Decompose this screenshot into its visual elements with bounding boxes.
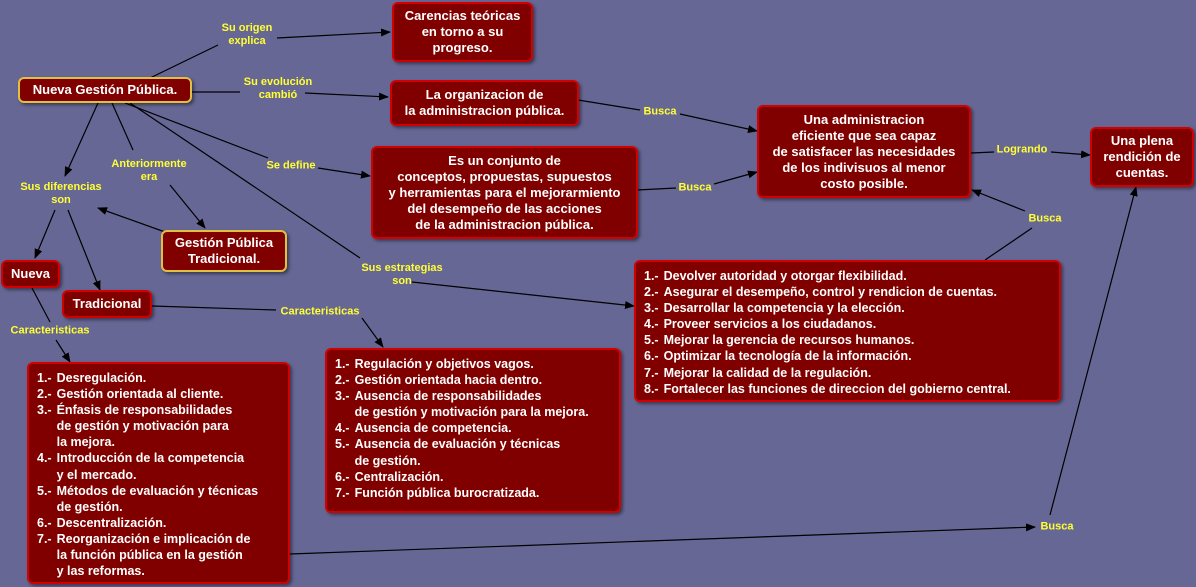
label-su-evolucion-cambio: Su evolución cambió xyxy=(243,76,313,101)
label-busca: Busca xyxy=(1028,212,1062,225)
list-item: 2.-Gestión orientada al cliente. xyxy=(37,387,224,402)
node-nueva[interactable]: Nueva xyxy=(1,260,60,288)
label-sus-diferencias-son: Sus diferencias son xyxy=(20,181,102,206)
list-item: 2.-Asegurar el desempeño, control y rend… xyxy=(644,285,998,300)
edge-diferencias-a xyxy=(64,102,99,177)
edge-origen-b xyxy=(276,28,391,39)
node-label: Nueva xyxy=(10,266,51,281)
list-item: 1.-Regulación y objetivos vagos. xyxy=(335,357,534,371)
edge-define-b xyxy=(317,167,371,179)
list-estrategias[interactable]: 1.-Devolver autoridad y otorgar flexibil… xyxy=(634,260,1061,402)
list-caracteristicas-nueva[interactable]: 1.-Desregulación. 2.-Gestión orientada a… xyxy=(27,362,290,584)
label-su-origen-explica: Su origen explica xyxy=(221,22,273,47)
label-caracteristicas-tradicional: Caracteristicas xyxy=(280,305,360,318)
edge-diferencias-nueva xyxy=(34,209,56,259)
label-caracteristicas-nueva: Caracteristicas xyxy=(10,324,90,337)
edge-anteriormente-b xyxy=(169,184,206,229)
node-organizacion-administracion[interactable]: La organizacion de la administracion púb… xyxy=(390,80,579,126)
node-carencias-teoricas[interactable]: Carencias teóricas en torno a su progres… xyxy=(392,2,533,62)
node-label: Gestión Pública Tradicional. xyxy=(174,235,274,266)
edge-evolucion-b xyxy=(304,92,389,101)
edge-caract-trad-b xyxy=(361,317,384,348)
node-administracion-eficiente[interactable]: Una administracion eficiente que sea cap… xyxy=(757,105,971,198)
list-item: 6.-Descentralización. xyxy=(37,515,167,530)
list-item: 7.-Reorganización e implicación de la fu… xyxy=(37,531,251,579)
node-gestion-publica-tradicional[interactable]: Gestión Pública Tradicional. xyxy=(161,230,287,272)
edge-busca2-b xyxy=(713,170,758,185)
node-label: Es un conjunto de conceptos, propuestas,… xyxy=(388,152,621,232)
list-item: 8.-Fortalecer las funciones de direccion… xyxy=(644,381,1011,396)
node-label: Una administracion eficiente que sea cap… xyxy=(772,111,956,191)
node-rendicion-cuentas[interactable]: Una plena rendición de cuentas. xyxy=(1090,127,1194,187)
edge-busca4-a xyxy=(289,523,1036,555)
list-item: 6.-Optimizar la tecnología de la informa… xyxy=(644,349,912,364)
edge-anteriormente-a xyxy=(111,102,134,151)
list-item: 6.-Centralización. xyxy=(335,469,444,484)
label-se-define: Se define xyxy=(266,159,316,172)
edge-busca2-a xyxy=(636,187,677,191)
edge-estrategias-a xyxy=(129,102,361,259)
edge-logrando-b xyxy=(1050,150,1091,159)
edge-define-a xyxy=(124,102,269,159)
edge-diferencias-tradicional xyxy=(67,209,101,291)
label-busca: Busca xyxy=(1040,520,1074,533)
list-item: 7.-Mejorar la calidad de la regulación. xyxy=(644,365,872,380)
list-caracteristicas-tradicional[interactable]: 1.-Regulación y objetivos vagos. 2.-Gest… xyxy=(325,348,621,513)
edge-busca3-b xyxy=(971,189,1026,212)
node-label: Carencias teóricas en torno a su progres… xyxy=(404,8,521,55)
list-item: 4.-Introducción de la competencia y el m… xyxy=(37,451,245,482)
list-item: 4.-Ausencia de competencia. xyxy=(335,421,512,436)
edge-busca1-a xyxy=(577,99,641,111)
list-item: 3.-Desarrollar la competencia y la elecc… xyxy=(644,301,905,316)
list-item: 1.-Devolver autoridad y otorgar flexibil… xyxy=(644,269,907,283)
edge-estrategias-b xyxy=(411,281,635,310)
list-item: 7.-Función pública burocratizada. xyxy=(335,485,540,500)
edge-diferencias-b xyxy=(97,207,166,233)
node-nueva-gestion-publica[interactable]: Nueva Gestión Pública. xyxy=(18,77,192,103)
list-item: 4.-Proveer servicios a los ciudadanos. xyxy=(644,317,877,332)
list-item: 1.-Desregulación. xyxy=(37,371,147,385)
node-label: Nueva Gestión Pública. xyxy=(32,82,178,97)
node-tradicional[interactable]: Tradicional xyxy=(62,290,152,318)
node-label: Una plena rendición de cuentas. xyxy=(1103,133,1181,180)
label-sus-estrategias-son: Sus estrategias son xyxy=(361,262,443,287)
edge-caract-trad-a xyxy=(151,305,277,311)
label-anteriormente-era: Anteriormente era xyxy=(111,158,187,183)
node-label: La organizacion de la administracion púb… xyxy=(404,87,565,118)
edge-busca4-b xyxy=(1049,186,1138,516)
edge-busca1-b xyxy=(679,113,758,133)
list-item: 5.-Mejorar la gerencia de recursos human… xyxy=(644,333,915,348)
list-item: 5.-Métodos de evaluación y técnicas de g… xyxy=(37,483,259,514)
edge-caract-nueva-b xyxy=(55,339,71,363)
label-busca: Busca xyxy=(678,181,712,194)
label-logrando: Logrando xyxy=(996,143,1048,156)
edge-logrando-a xyxy=(970,151,995,154)
list-item: 2.-Gestión orientada hacia dentro. xyxy=(335,373,543,388)
list-item: 3.-Ausencia de responsabilidades de gest… xyxy=(335,389,589,420)
edge-busca3-a xyxy=(984,227,1033,261)
list-item: 5.-Ausencia de evaluación y técnicas de … xyxy=(335,437,561,468)
list-item: 3.-Énfasis de responsabilidades de gesti… xyxy=(37,403,233,450)
edge-origen-a xyxy=(149,44,219,79)
node-conjunto-conceptos[interactable]: Es un conjunto de conceptos, propuestas,… xyxy=(371,146,638,239)
edge-caract-nueva-a xyxy=(31,287,51,323)
label-busca: Busca xyxy=(643,105,677,118)
node-label: Tradicional xyxy=(72,296,142,311)
